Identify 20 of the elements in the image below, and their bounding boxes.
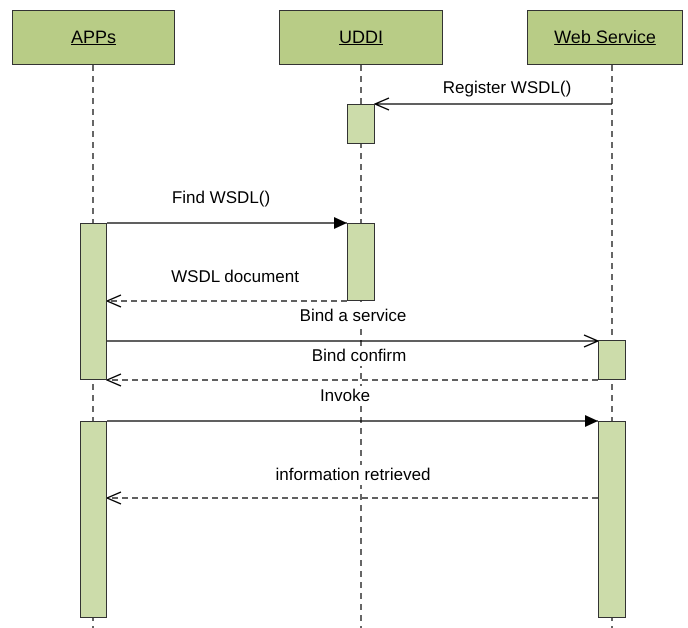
activation-bar	[347, 104, 375, 144]
message-arrow	[106, 294, 347, 308]
activation-bar	[80, 223, 107, 380]
message-arrow	[374, 97, 612, 111]
message-arrow	[107, 217, 347, 229]
participant-name: Web Service	[554, 26, 656, 49]
lifeline-header	[527, 10, 683, 65]
activation-bar	[80, 421, 107, 618]
message-arrow	[106, 373, 598, 387]
activation-bar	[598, 421, 626, 618]
activation-bar	[598, 340, 626, 380]
message-arrow	[107, 334, 599, 348]
activation-bar	[347, 223, 375, 301]
message-arrow	[107, 415, 598, 427]
participant-name: UDDI	[339, 26, 383, 49]
participant-name: APPs	[70, 26, 116, 49]
lifeline-header	[12, 10, 175, 65]
message-arrow	[106, 491, 598, 505]
edge-label: information retrieved	[274, 465, 432, 485]
lifeline-header	[279, 10, 443, 65]
